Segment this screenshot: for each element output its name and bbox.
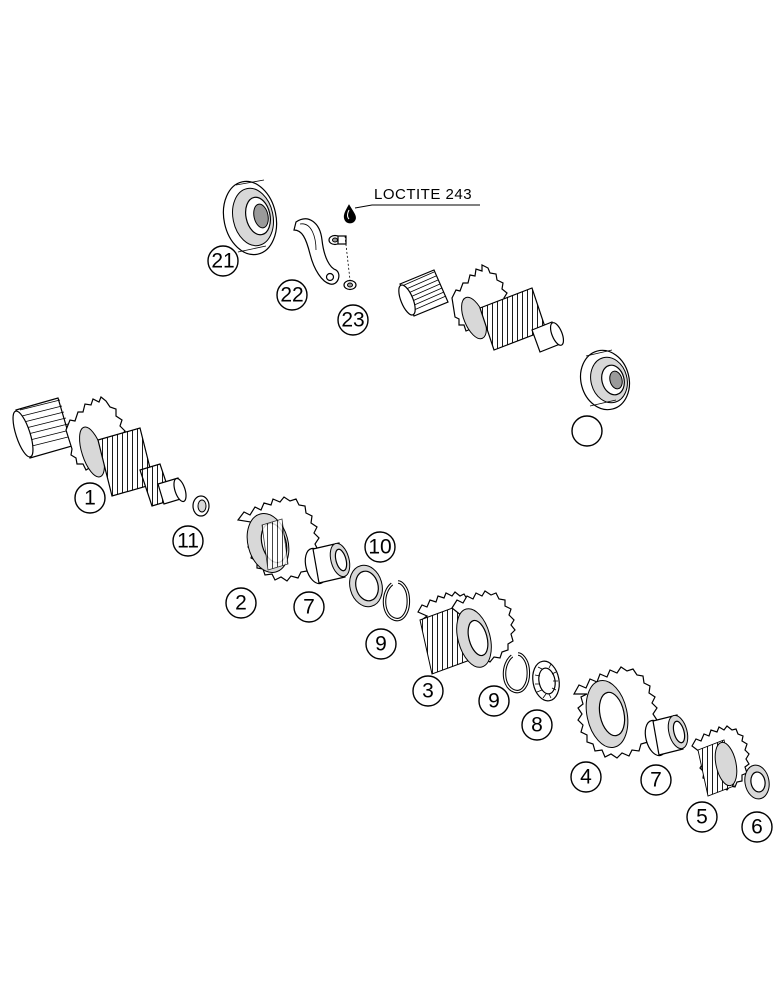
svg-text:3: 3: [422, 680, 434, 703]
svg-text:10: 10: [368, 536, 391, 559]
bearing-part-23: [579, 349, 631, 411]
needle-bushing-part-7-lower: [644, 714, 689, 757]
svg-text:2: 2: [235, 592, 247, 615]
bearing-part-20: [222, 179, 278, 256]
circlip-part-9-upper: [382, 580, 411, 622]
svg-text:21: 21: [211, 250, 234, 273]
callout-8: 8: [521, 709, 553, 741]
main-shaft-part-1: [12, 396, 187, 507]
callout-9-upper: 9: [365, 628, 397, 660]
svg-text:8: 8: [531, 714, 543, 737]
callout-23: [571, 415, 603, 447]
loctite-label: LOCTITE 243: [374, 186, 472, 203]
loctite-note: LOCTITE 243: [354, 186, 480, 209]
countershaft-part-23-assembly: [398, 264, 565, 353]
svg-text:23: 23: [341, 309, 364, 332]
gear-part-2: [236, 496, 320, 582]
gear-part-4: [572, 666, 658, 759]
thrust-washer-part-6: [744, 764, 770, 800]
locking-plate-part-21: [293, 218, 340, 285]
callout-22: 23: [337, 304, 369, 336]
svg-text:4: 4: [580, 766, 592, 789]
thrust-washer-part-10: [349, 564, 383, 608]
svg-text:1: 1: [84, 487, 96, 510]
loctite-drop-icon: [343, 204, 356, 224]
callout-6: 6: [741, 811, 773, 843]
callout-1: 1: [74, 482, 106, 514]
circlip-part-9-lower: [502, 652, 531, 694]
svg-text:11: 11: [177, 530, 199, 553]
double-gear-part-3: [417, 590, 516, 675]
callout-21: 22: [276, 279, 308, 311]
needle-bushing-part-7-upper: [304, 542, 351, 585]
svg-text:22: 22: [280, 284, 303, 307]
bushing-part-11: [192, 495, 210, 517]
gear-part-5: [691, 725, 750, 797]
svg-text:6: 6: [751, 816, 763, 839]
callout-2: 2: [225, 587, 257, 619]
svg-text:9: 9: [488, 690, 500, 713]
svg-text:9: 9: [375, 633, 387, 656]
callout-7-lower: 7: [640, 764, 672, 796]
callout-20: 21: [207, 245, 239, 277]
callout-10: 10: [364, 531, 396, 563]
callout-4: 4: [570, 761, 602, 793]
svg-text:5: 5: [696, 806, 708, 829]
screw-part-22: [328, 234, 357, 291]
lock-washer-part-8: [532, 660, 560, 702]
callout-5: 5: [686, 801, 718, 833]
callout-9-lower: 9: [478, 685, 510, 717]
callout-11: 11: [172, 525, 204, 557]
svg-text:7: 7: [650, 769, 662, 792]
callout-3: 3: [412, 675, 444, 707]
callout-7-upper: 7: [293, 591, 325, 623]
svg-text:7: 7: [303, 596, 315, 619]
